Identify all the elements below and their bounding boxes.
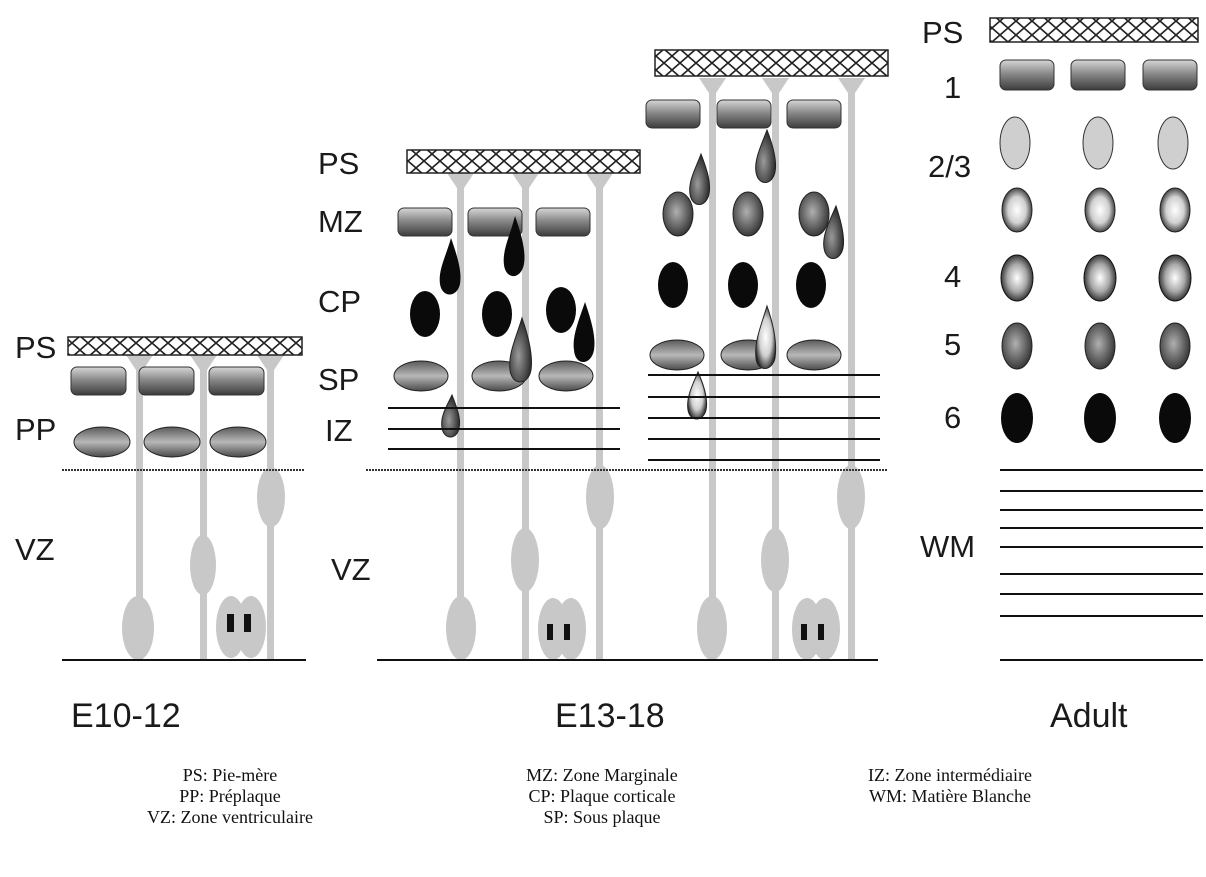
cp-neuron — [546, 287, 576, 333]
legend: PS: Pie-mère PP: Préplaque VZ: Zone vent… — [0, 765, 1206, 877]
label-adult-5: 5 — [944, 327, 961, 362]
pia-band-adult — [989, 17, 1199, 43]
pia-band-e13b — [654, 49, 889, 77]
radial-glia-fibers — [122, 355, 285, 660]
mz-cell — [535, 207, 591, 237]
mz-cell — [786, 99, 842, 129]
migrating-neuron — [755, 128, 777, 183]
label-adult-6: 6 — [944, 400, 961, 435]
upper-layer-neuron — [732, 191, 764, 237]
legend-item: SP: Sous plaque — [543, 807, 661, 827]
upper-layer-neuron — [798, 191, 830, 237]
migrating-neuron — [687, 370, 708, 420]
layer5-neuron — [1001, 322, 1033, 370]
sp-cell — [649, 339, 705, 371]
legend-item: PS: Pie-mère — [182, 765, 278, 785]
sp-cell — [393, 360, 449, 392]
dividing-cell-mark — [227, 614, 251, 632]
label-adult-ps: PS — [922, 15, 963, 50]
layer6-neuron — [1159, 393, 1191, 443]
label-adult-wm: WM — [920, 529, 975, 564]
label-adult-23: 2/3 — [928, 149, 971, 184]
sp-cell — [538, 360, 594, 392]
dividing-cell-mark-e13a-left — [547, 624, 553, 640]
legend-column-1: PS: Pie-mère PP: Préplaque VZ: Zone vent… — [80, 765, 380, 828]
panel-e13-18-late: E13-18 — [366, 49, 889, 735]
layer1-cell — [999, 59, 1055, 91]
cp-neuron — [658, 262, 688, 308]
label-e10-vz: VZ — [15, 532, 55, 567]
legend-item: CP: Plaque corticale — [528, 786, 676, 806]
migrating-neuron — [689, 152, 711, 205]
layer23-neuron — [1082, 116, 1114, 170]
layer4-neuron — [1158, 254, 1192, 302]
label-e13-mz: MZ — [318, 204, 363, 239]
legend-item: PP: Préplaque — [179, 786, 281, 806]
layer6-neuron — [1001, 393, 1033, 443]
legend-item: WM: Matière Blanche — [869, 786, 1031, 806]
legend-column-3: IZ: Zone intermédiaire WM: Matière Blanc… — [800, 765, 1100, 807]
cp-neuron — [482, 291, 512, 337]
label-e10-ps: PS — [15, 330, 56, 365]
label-adult-4: 4 — [944, 259, 961, 294]
legend-column-2: MZ: Zone Marginale CP: Plaque corticale … — [452, 765, 752, 828]
label-e13-sp: SP — [318, 362, 359, 397]
layer5-neuron — [1084, 322, 1116, 370]
migrating-neuron — [439, 238, 461, 295]
layer23-neuron — [1084, 187, 1116, 233]
dividing-cell-mark-e13b-right — [818, 624, 824, 640]
mz-cell — [467, 207, 523, 237]
dividing-cell-mark-e13a-right — [564, 624, 570, 640]
mz-cell — [397, 207, 453, 237]
layer23-neuron — [1157, 116, 1189, 170]
migrating-neuron — [823, 204, 845, 259]
layer6-neuron — [1084, 393, 1116, 443]
layer23-neuron — [999, 116, 1031, 170]
stage-label-adult: Adult — [1050, 697, 1128, 735]
radial-glia-fibers-e13b — [697, 78, 865, 660]
stage-label-e13-18: E13-18 — [555, 697, 665, 735]
panel-adult: PS 1 2/3 4 5 6 WM Adult — [920, 15, 1203, 735]
layer5-neuron — [1159, 322, 1191, 370]
label-e13-vz: VZ — [331, 552, 371, 587]
upper-layer-neuron — [662, 191, 694, 237]
sp-cell — [786, 339, 842, 371]
cp-neuron — [728, 262, 758, 308]
panel-e13-18-early: PS MZ CP SP IZ VZ — [318, 146, 641, 660]
pia-band — [67, 336, 303, 356]
layer23-neuron — [1159, 187, 1191, 233]
panel-e10-12: PS PP VZ E10-12 — [15, 330, 306, 735]
mz-cell — [645, 99, 701, 129]
preplate-oval-cells — [73, 426, 267, 458]
label-e13-ps: PS — [318, 146, 359, 181]
migrating-neuron — [441, 393, 461, 438]
preplate-bar-cells — [70, 366, 265, 396]
dividing-cell-mark-e13b-left — [801, 624, 807, 640]
label-e13-cp: CP — [318, 284, 361, 319]
legend-item: IZ: Zone intermédiaire — [868, 765, 1032, 785]
label-e13-iz: IZ — [325, 413, 353, 448]
label-adult-1: 1 — [944, 70, 961, 105]
cp-neuron — [410, 291, 440, 337]
layer1-cell — [1142, 59, 1198, 91]
migrating-neuron — [509, 316, 532, 383]
cp-neuron — [796, 262, 826, 308]
pia-band-e13a — [406, 149, 641, 174]
layer4-neuron — [1083, 254, 1117, 302]
mz-cell — [716, 99, 772, 129]
radial-glia-fibers-e13a — [446, 173, 614, 660]
layer23-neuron — [1001, 187, 1033, 233]
legend-item: MZ: Zone Marginale — [526, 765, 678, 785]
layer4-neuron — [1000, 254, 1034, 302]
migrating-neuron — [755, 304, 777, 369]
layer1-cell — [1070, 59, 1126, 91]
legend-item: VZ: Zone ventriculaire — [147, 807, 313, 827]
migrating-neuron — [573, 302, 595, 362]
stage-label-e10-12: E10-12 — [71, 697, 181, 735]
migrating-neuron — [503, 216, 525, 277]
label-e10-pp: PP — [15, 412, 56, 447]
